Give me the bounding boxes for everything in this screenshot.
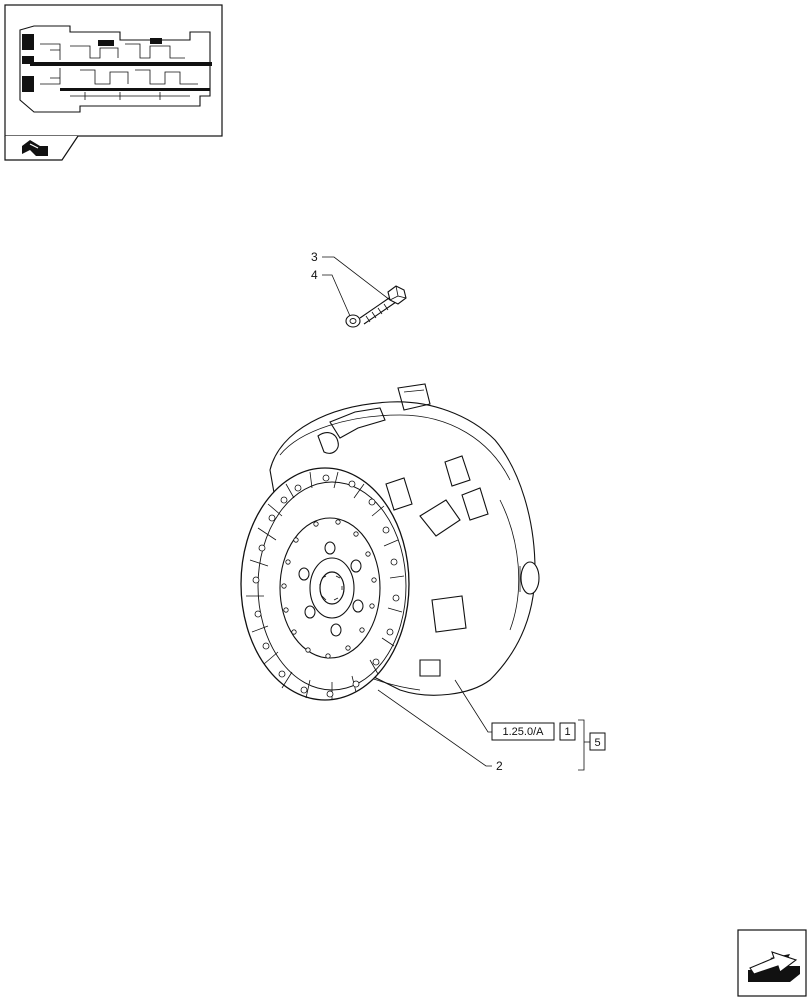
callout-3: 3: [311, 250, 318, 264]
washer-part: [345, 314, 361, 328]
rivet-holes-inner: [281, 519, 377, 659]
reference-code-box[interactable]: 1.25.0/A: [491, 722, 555, 741]
reference-sheet: 1: [564, 726, 570, 738]
next-page-arrow-icon[interactable]: [737, 929, 807, 997]
callout-5: 5: [594, 737, 600, 749]
clutch-assembly: [240, 383, 540, 701]
callout-2: 2: [496, 759, 503, 773]
rivet-holes-outer: [252, 474, 400, 698]
leader-lines: [322, 256, 590, 771]
item-5-box: 5: [589, 732, 606, 751]
transmission-thumbnail: [4, 4, 223, 137]
reference-sheet-box[interactable]: 1: [559, 722, 576, 741]
spring-windows: [298, 541, 364, 637]
reference-code: 1.25.0/A: [503, 726, 545, 738]
callout-4: 4: [311, 268, 318, 282]
bolt-part: [359, 285, 407, 325]
view-arrow-icon: [4, 135, 79, 161]
